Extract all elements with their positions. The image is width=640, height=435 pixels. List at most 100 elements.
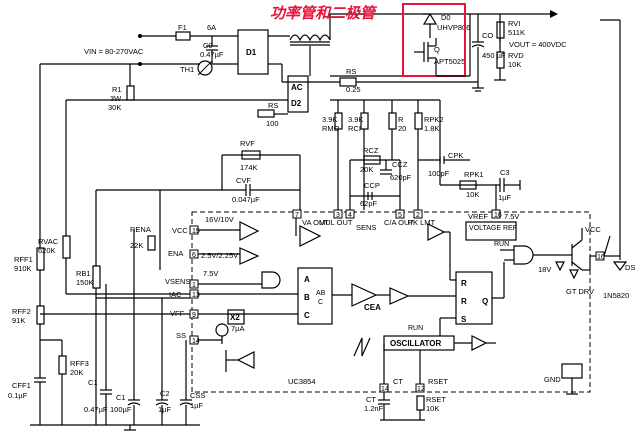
rvac-label: RVAC <box>38 237 59 246</box>
highlight-power-devices <box>402 3 466 77</box>
boost-inductor <box>289 34 331 42</box>
rff1-label: RFF1 <box>14 255 33 264</box>
voltage-error-amp <box>299 225 322 247</box>
and-gate-left <box>261 271 281 289</box>
fuse-f1 <box>175 31 191 41</box>
run-label: RUN <box>494 241 509 248</box>
pin-14: 14 <box>381 386 389 393</box>
c0-label: C0 <box>203 41 213 50</box>
vout-label: VOUT = 400VDC <box>509 40 567 49</box>
rb1-value: 150K <box>76 278 94 287</box>
q-value: APT5025 <box>434 57 465 66</box>
ic-boundary-uc3854 <box>191 211 591 393</box>
co-label: CO <box>482 31 493 40</box>
c3-label: C3 <box>500 168 510 177</box>
resistor-rvf <box>241 150 261 160</box>
uvlo-comparator <box>239 221 260 241</box>
r1-value: 3W <box>110 94 122 103</box>
pin-6: 13 <box>192 292 200 299</box>
rset-res-label: RSET <box>426 395 446 404</box>
run2-label: RUN <box>408 325 423 332</box>
svg-text:R: R <box>461 297 467 306</box>
rset-label: RSET <box>428 377 448 386</box>
rvf-value: 174K <box>240 163 258 172</box>
ramp-symbol <box>353 337 371 357</box>
zener-18v <box>555 261 565 272</box>
c0-value: 0.47µF <box>200 50 224 59</box>
q-label: Q <box>434 45 440 54</box>
pin-7: 7 <box>295 212 299 219</box>
x2-block <box>227 309 245 325</box>
cpk-label: CPK <box>448 151 463 160</box>
thermistor-th1 <box>197 60 213 76</box>
ena-label: ENA <box>168 249 183 258</box>
ca-out-label: C/A OUT <box>384 218 414 227</box>
gnd-label: GND <box>544 375 561 384</box>
rff3-value: 20K <box>70 368 83 377</box>
ct-value: 1.2nF <box>364 404 384 413</box>
svg-text:AB: AB <box>316 290 326 297</box>
resistor-rpk1 <box>459 180 477 190</box>
d0-label: D0 <box>441 13 451 22</box>
svg-text:B: B <box>304 293 310 302</box>
voltage-ref-block <box>465 221 517 241</box>
18v-label: 18V <box>538 265 551 274</box>
ds-label: DS <box>625 263 635 272</box>
r20-label: R <box>398 115 404 124</box>
clamp-diode <box>569 269 579 280</box>
16v-label: 16V/10V <box>205 215 234 224</box>
pin-3: 3 <box>336 212 340 219</box>
bridge-d1 <box>237 29 269 75</box>
c1a-value: 0.47µF <box>84 405 108 414</box>
rs2-value: 100 <box>266 119 279 128</box>
ccp-label: CCP <box>364 181 380 190</box>
c1a-label: C1 <box>88 378 98 387</box>
ac-label: AC <box>291 83 303 92</box>
resistor-rff3 <box>58 355 67 375</box>
d1-label: D1 <box>246 48 257 57</box>
resistor-rs-100 <box>257 109 275 118</box>
rff1-value: 910K <box>14 264 32 273</box>
co-value: 450 µF <box>482 51 506 60</box>
d0-value: UHVP806 <box>437 23 470 32</box>
rvac-value: 620K <box>38 246 56 255</box>
mul-out-label: MUL OUT <box>319 218 353 227</box>
svg-text:C: C <box>304 311 310 320</box>
annotation-text: 功率管和二极管 <box>270 4 378 22</box>
f1-value: 6A <box>207 23 216 32</box>
chip-name: UC3854 <box>288 377 316 386</box>
resistor-rpk2 <box>414 112 423 130</box>
multiplier-block <box>297 267 333 325</box>
r1-value2: 30K <box>108 103 121 112</box>
rs-value: 0.25 <box>346 85 361 94</box>
rs2-label: RS <box>268 101 278 110</box>
pin-12: 12 <box>417 386 425 393</box>
svg-text:C: C <box>318 299 323 306</box>
vref-label: VREF <box>468 212 488 221</box>
vref-value: 7.5V <box>504 212 519 221</box>
rpk1-label: RPK1 <box>464 170 484 179</box>
va-out-label: VA OUT <box>302 218 329 227</box>
resistor-rcz <box>363 155 381 165</box>
rpk1-value: 10K <box>466 190 479 199</box>
osc-buffer <box>471 335 488 351</box>
rci-value: 3.9K <box>348 115 363 124</box>
resistor-rb1 <box>92 265 101 289</box>
svg-text:R: R <box>461 279 467 288</box>
aux-bridge-d2 <box>287 75 309 113</box>
rvi-value: 511K <box>508 28 525 37</box>
svg-text:Q: Q <box>482 297 488 306</box>
resistor-rff2 <box>36 305 45 325</box>
cff1-value: 0.1µF <box>8 391 28 400</box>
rmo-label: RMO <box>322 124 340 133</box>
and-gate-right <box>513 245 534 265</box>
rs-label: RS <box>346 67 356 76</box>
c1b-value: 100µF <box>110 405 132 414</box>
vcc2-label: VCC <box>585 225 601 234</box>
oscillator-label: OSCILLATOR <box>390 339 441 348</box>
css-value: 1µF <box>190 401 203 410</box>
ct-label: CT <box>393 377 403 386</box>
gt-drv-label: GT DRV <box>566 287 594 296</box>
vreg-label: VOLTAGE REF <box>469 225 517 232</box>
pin-5: 5 <box>398 212 402 219</box>
